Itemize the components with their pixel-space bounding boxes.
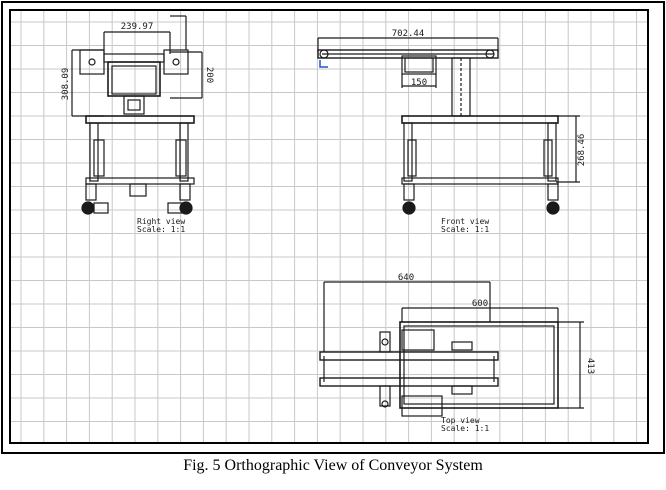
top-view-length-outer-dim: 640 — [398, 273, 414, 283]
top-view-width-dim: 413 — [585, 358, 595, 374]
front-view-offset-dim: 150 — [411, 78, 427, 88]
front-view — [317, 37, 580, 215]
top-view-scale: Scale: 1:1 — [441, 424, 489, 433]
right-view-width-dim: 239.97 — [121, 22, 154, 32]
grid — [11, 11, 647, 442]
drawing-sheet: 239.97 308.09 200 Right view Scale: 1:1 — [1, 1, 665, 454]
top-view-title: Top view — [441, 416, 480, 425]
front-view-length-dim: 702.44 — [392, 29, 425, 39]
front-view-title: Front view — [441, 217, 489, 226]
front-view-height-dim: 268.46 — [577, 134, 587, 167]
right-view — [71, 15, 203, 215]
top-view — [319, 281, 584, 417]
right-view-scale: Scale: 1:1 — [137, 225, 185, 234]
right-view-height-outer-dim: 308.09 — [61, 68, 71, 101]
drawing-area-border — [9, 9, 649, 444]
right-view-height-inner-dim: 200 — [204, 67, 214, 83]
front-view-scale: Scale: 1:1 — [441, 225, 489, 234]
right-view-title: Right view — [137, 217, 185, 226]
top-view-length-inner-dim: 600 — [472, 299, 488, 309]
figure-caption: Fig. 5 Orthographic View of Conveyor Sys… — [183, 457, 483, 474]
origin-marker — [319, 60, 328, 68]
